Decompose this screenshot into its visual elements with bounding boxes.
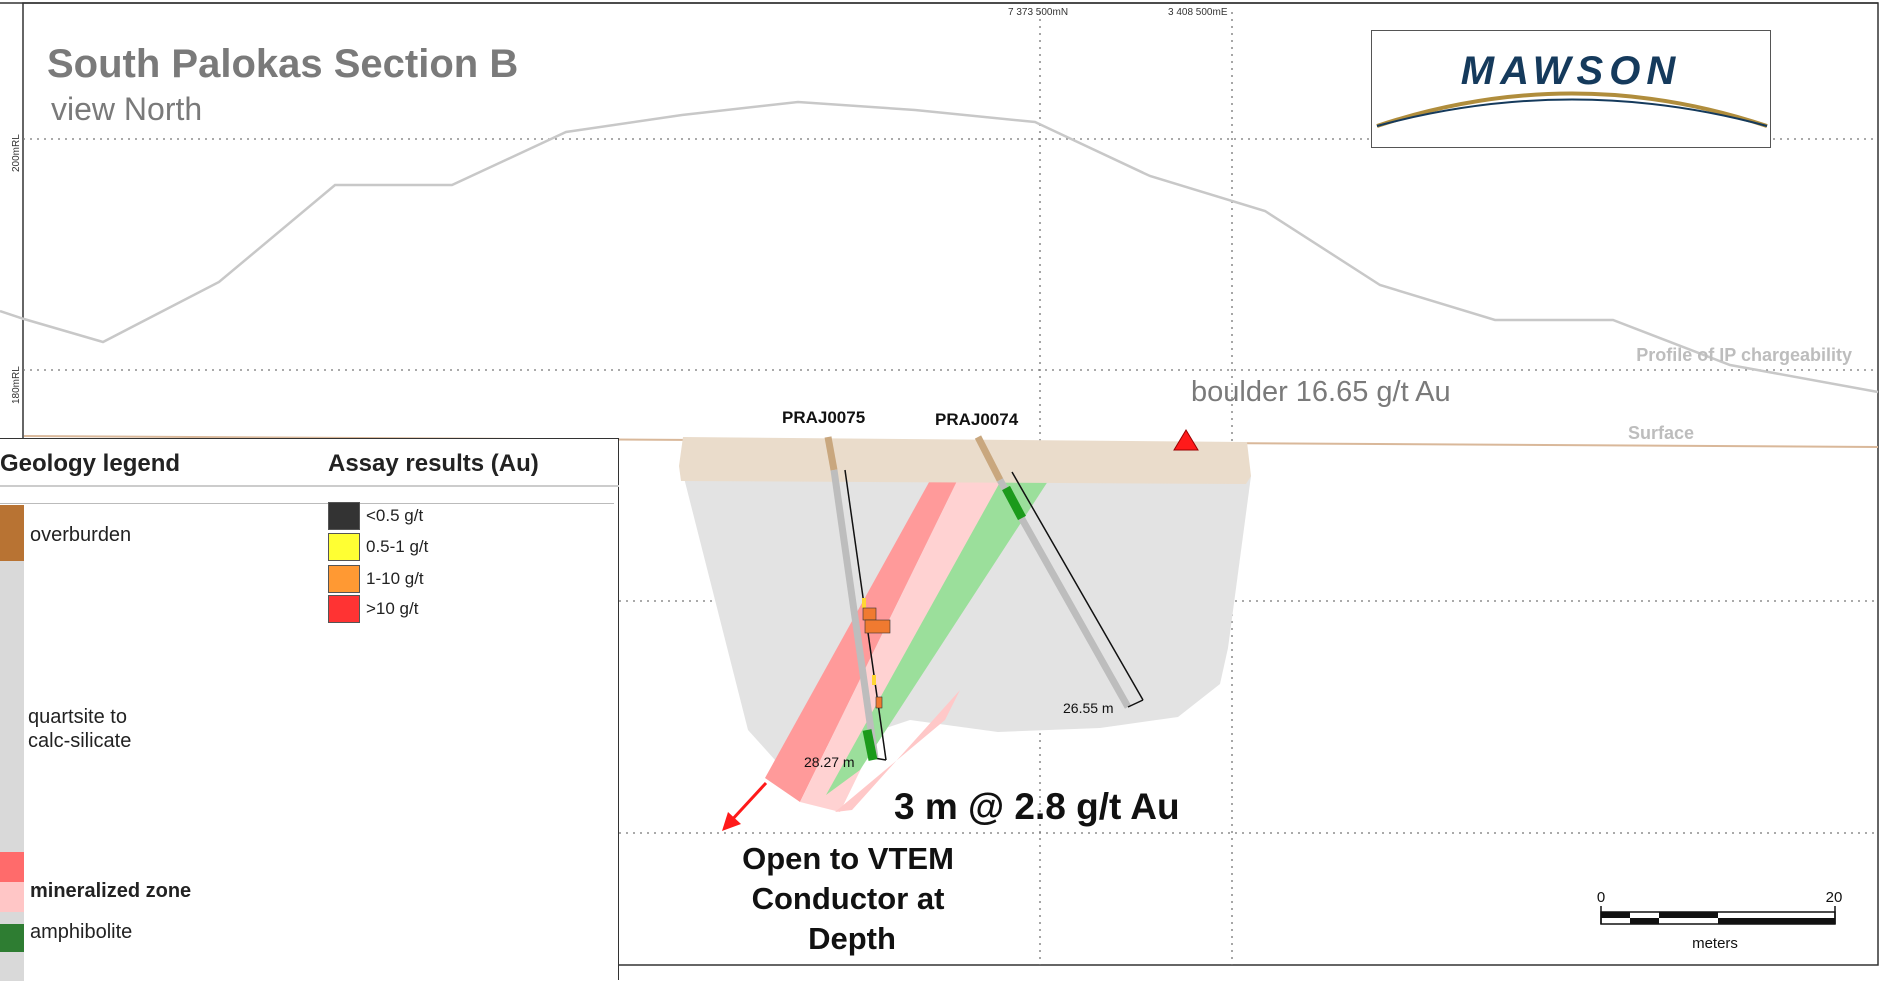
legend-panel: Geology legend Assay results (Au) overbu… [0,438,619,981]
hole-praj0074-end [1127,699,1144,708]
assay-swatch-1-10 [328,565,360,593]
intercept-annotation: 3 m @ 2.8 g/t Au [894,786,1180,827]
legend-divider [0,503,614,504]
amphibolite-swatch [0,924,24,952]
ip-chargeability-profile [0,100,1879,394]
mineralized-zone-swatch-dark [0,852,24,882]
assay-bar [875,696,883,709]
overburden-label: overburden [30,524,132,546]
praj0075-depth: 28.27 m [804,754,855,770]
hole-praj0075-trace [830,469,879,759]
mineralized-zone-swatch-light [0,882,24,912]
vtem-line-1: Open to VTEM [742,841,954,876]
surface-label: Surface [1628,423,1694,443]
geology-legend-title: Geology legend [0,450,181,477]
legend-divider [0,485,619,487]
logo-wordmark: MAWSON [1461,49,1681,93]
assay-label-gt-10: >10 g/t [366,599,419,618]
assay-label-lt-0-5: <0.5 g/t [366,506,424,525]
mineralized-zone-dark [765,475,960,802]
hole-praj0074-amphibolite [1002,485,1026,521]
easting-label: 3 408 500mE [1168,7,1228,18]
diagram-title: South Palokas Section B [47,42,518,86]
hole-praj0074-collar [974,435,1004,482]
hole-praj0074-assay-line [1011,471,1144,701]
quartzite-swatch-gap [0,912,24,924]
quartzite-label-line2: calc-silicate [28,730,132,752]
mineralized-zone-light [800,475,1004,812]
depth-arrow-line [728,781,768,824]
vtem-line-3: Depth [808,921,896,956]
assay-legend-title: Assay results (Au) [328,450,539,477]
hole-label-praj0074: PRAJ0074 [935,410,1019,429]
assay-label-0-5-1: 0.5-1 g/t [366,537,429,556]
quartzite-label-line1: quartsite to [28,706,127,728]
hole-praj0075-amphibolite [862,729,878,761]
amphibolite-label: amphibolite [30,921,133,943]
quartzite-swatch [0,561,24,852]
boulder-label: boulder 16.65 g/t Au [1191,376,1451,408]
vtem-line-2: Conductor at [752,881,945,916]
amphibolite-zone [826,475,1052,795]
assay-bar [864,619,891,634]
hole-praj0075-collar [824,436,838,471]
assay-bar [872,675,876,685]
ip-profile-label: Profile of IP chargeability [1636,345,1852,365]
rl-180-label: 180mRL [11,366,22,404]
northing-label: 7 373 500mN [1008,7,1068,18]
mawson-logo-graphic: MAWSON [1376,49,1768,128]
quartzite-swatch-bottom [0,952,24,981]
boulder-marker-icon [1173,429,1199,451]
mineralized-zone-label: mineralized zone [30,880,192,902]
diagram-subtitle: view North [51,91,202,127]
overburden-band [679,437,1251,484]
assay-bar [862,598,866,608]
hole-label-praj0075: PRAJ0075 [782,408,865,427]
assay-bar [862,607,877,621]
assay-label-1-10: 1-10 g/t [366,569,424,588]
scale-unit-label: meters [1692,935,1738,952]
assay-swatch-lt-0-5 [328,502,360,530]
depth-arrow-icon [722,812,741,831]
mawson-logo: MAWSON [1371,30,1771,148]
scale-min-label: 0 [1597,889,1605,906]
assay-swatch-gt-10 [328,595,360,623]
scale-bar [1600,906,1836,925]
logo-swoosh-inner-icon [1376,98,1768,127]
rl-200-label: 200mRL [11,134,22,172]
assay-swatch-0-5-1 [328,533,360,561]
praj0074-depth: 26.55 m [1063,700,1114,716]
overburden-swatch [0,505,24,561]
scale-max-label: 20 [1826,889,1843,906]
logo-swoosh-icon [1376,91,1768,128]
